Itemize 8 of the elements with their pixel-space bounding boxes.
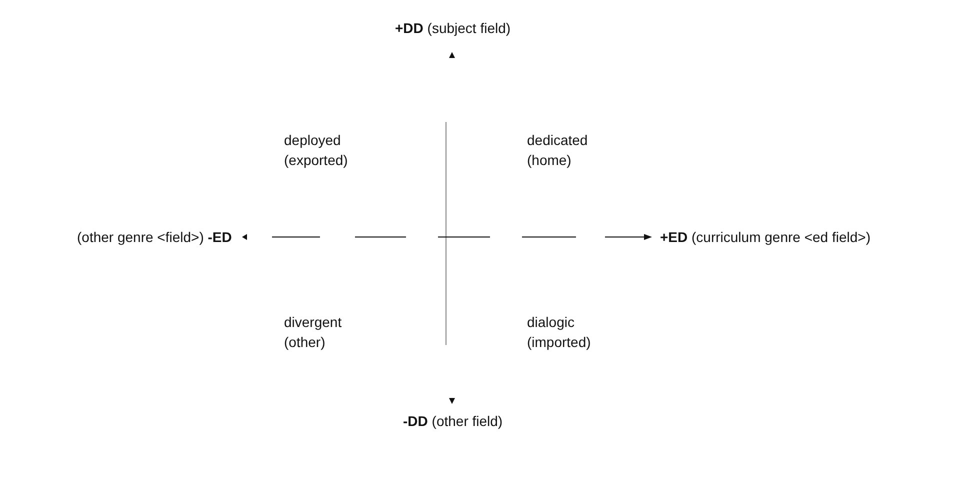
quadrant-label: deployed (exported) bbox=[284, 131, 349, 170]
quadrant-label: dedicated (home) bbox=[527, 131, 589, 170]
axis-label: +DD (subject field) bbox=[395, 19, 511, 38]
axis-label: +ED (curriculum genre <ed field>) bbox=[660, 228, 870, 247]
quadrant-label: dialogic (imported) bbox=[527, 313, 592, 352]
quadrant-label: divergent (other) bbox=[284, 313, 343, 352]
axis-label: (other genre <field>) -ED bbox=[77, 228, 232, 247]
axis-label: -DD (other field) bbox=[403, 412, 503, 431]
